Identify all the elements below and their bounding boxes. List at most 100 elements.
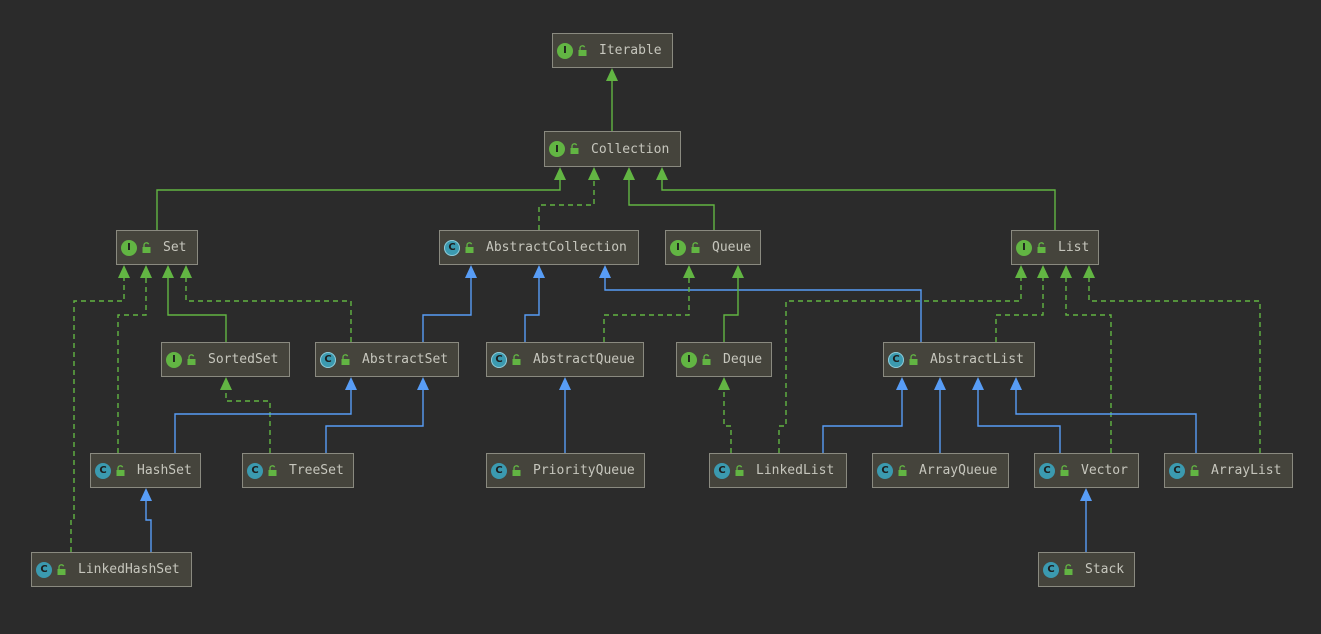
public-lock-icon xyxy=(57,563,66,575)
public-lock-icon xyxy=(465,241,474,253)
node-label: Collection xyxy=(591,141,670,157)
public-lock-icon xyxy=(691,241,700,253)
arrowhead xyxy=(345,377,357,390)
node-abstractcollection[interactable]: C AbstractCollection xyxy=(439,230,639,265)
arrowhead xyxy=(1037,265,1049,278)
class-icon: C xyxy=(1039,462,1055,479)
node-label: Iterable xyxy=(599,43,662,58)
interface-icon: I xyxy=(670,239,686,256)
node-vector[interactable]: C Vector xyxy=(1034,453,1139,488)
arrowhead xyxy=(180,265,192,278)
node-label: AbstractSet xyxy=(362,352,449,367)
arrowhead xyxy=(972,377,984,390)
abstract-class-icon: C xyxy=(888,351,904,368)
public-lock-icon xyxy=(702,353,711,365)
arrowhead xyxy=(1060,265,1072,278)
node-label: Deque xyxy=(723,352,763,367)
public-lock-icon xyxy=(116,464,125,476)
arrowhead xyxy=(465,265,477,278)
edge-arrayqueue-to-abstractlist xyxy=(934,377,946,453)
edge-linkedhashset-to-hashset xyxy=(140,488,152,552)
node-label: AbstractQueue xyxy=(533,352,635,367)
edge-treeset-to-sortedset xyxy=(220,377,271,453)
public-lock-icon xyxy=(735,464,744,476)
public-lock-icon xyxy=(909,353,918,365)
node-label: LinkedHashSet xyxy=(78,562,180,577)
class-icon: C xyxy=(247,462,263,479)
edge-linkedlist-to-deque xyxy=(718,377,732,453)
edge-vector-to-abstractlist xyxy=(972,377,1061,453)
edge-abstractset-to-abstractcollection xyxy=(422,265,477,342)
interface-icon: I xyxy=(166,351,182,368)
arrowhead xyxy=(718,377,730,390)
public-lock-icon xyxy=(1060,464,1069,476)
arrowhead xyxy=(732,265,744,278)
arrowhead xyxy=(606,68,618,81)
arrowhead xyxy=(1080,488,1092,501)
public-lock-icon xyxy=(1064,563,1073,575)
arrowhead xyxy=(140,265,152,278)
node-label: List xyxy=(1058,240,1090,255)
arrowhead xyxy=(588,167,600,180)
edge-abstractqueue-to-queue xyxy=(603,265,695,342)
node-label: Queue xyxy=(712,240,752,255)
interface-icon: I xyxy=(121,239,137,256)
edge-vector-to-list xyxy=(1060,265,1112,453)
arrowhead xyxy=(140,488,152,501)
node-collection[interactable]: I Collection xyxy=(544,131,681,167)
node-label: Vector xyxy=(1081,463,1128,478)
edge-hashset-to-set xyxy=(117,265,152,453)
class-icon: C xyxy=(714,462,730,479)
class-icon: C xyxy=(1043,561,1059,578)
edge-linkedlist-to-list xyxy=(778,265,1027,453)
arrowhead xyxy=(896,377,908,390)
arrowhead xyxy=(417,377,429,390)
abstract-class-icon: C xyxy=(444,239,460,256)
edge-linkedlist-to-abstractlist xyxy=(822,377,908,453)
edge-abstractcollection-to-collection xyxy=(538,167,600,230)
edge-abstractset-to-set xyxy=(180,265,352,342)
edge-collection-to-iterable xyxy=(606,68,618,131)
public-lock-icon xyxy=(1190,464,1199,476)
arrowhead xyxy=(554,167,566,180)
edge-abstractqueue-to-abstractcollection xyxy=(524,265,545,342)
interface-icon: I xyxy=(549,141,565,157)
node-label: AbstractCollection xyxy=(486,240,627,255)
public-lock-icon xyxy=(512,353,521,365)
arrowhead xyxy=(934,377,946,390)
node-label: PriorityQueue xyxy=(533,463,635,478)
public-lock-icon xyxy=(898,464,907,476)
class-icon: C xyxy=(95,462,111,479)
edge-abstractlist-to-abstractcollection xyxy=(599,265,922,342)
node-sortedset[interactable]: I SortedSet xyxy=(161,342,290,377)
edge-list-to-collection xyxy=(656,167,1056,230)
node-label: ArrayQueue xyxy=(919,463,998,478)
edge-linkedhashset-to-set xyxy=(70,265,130,552)
arrowhead xyxy=(683,265,695,278)
public-lock-icon xyxy=(142,241,151,253)
edge-stack-to-vector xyxy=(1080,488,1092,552)
arrowhead xyxy=(533,265,545,278)
public-lock-icon xyxy=(187,353,196,365)
node-label: SortedSet xyxy=(208,352,279,367)
arrowhead xyxy=(162,265,174,278)
public-lock-icon xyxy=(341,353,350,365)
node-queue[interactable]: I Queue xyxy=(665,230,761,265)
public-lock-icon xyxy=(1037,241,1046,253)
